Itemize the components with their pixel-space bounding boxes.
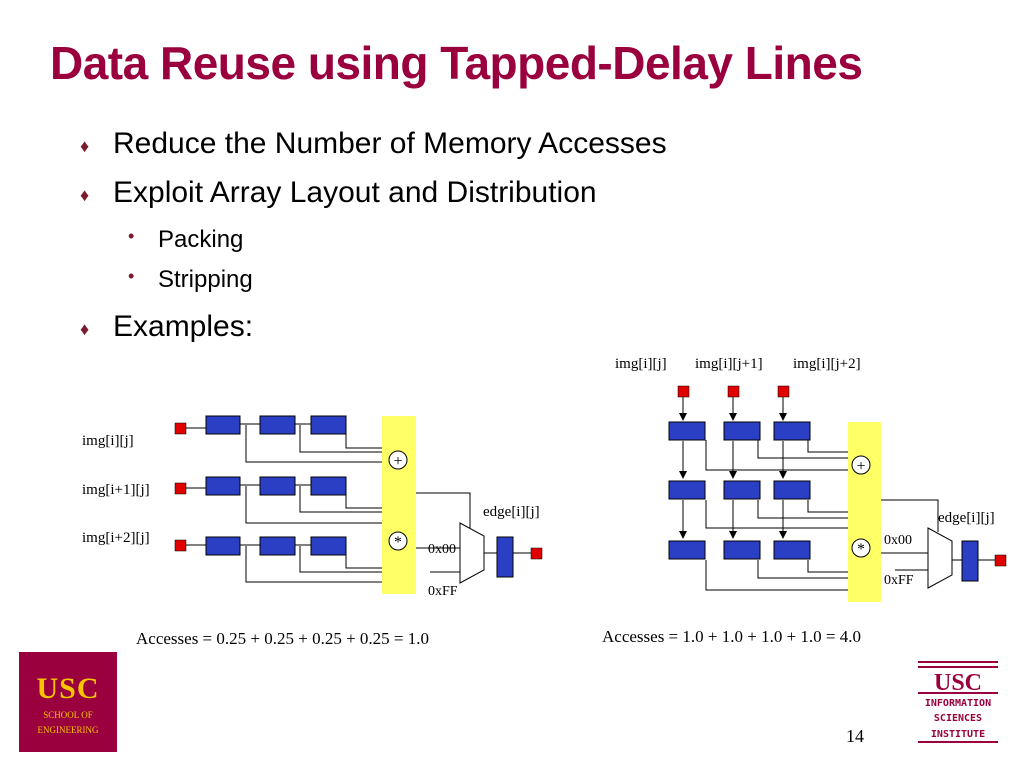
sub-bullet-1-text: Packing bbox=[158, 226, 244, 253]
svg-text:+: + bbox=[856, 458, 865, 475]
usc-eng-logo-line2: ENGINEERING bbox=[37, 725, 99, 735]
adder-block bbox=[382, 416, 416, 594]
usc-isi-logo-line2: SCIENCES bbox=[934, 713, 982, 724]
right-input-label-2: img[i][j+1] bbox=[695, 356, 763, 372]
left-mux-label-0x00: 0x00 bbox=[428, 542, 456, 557]
register bbox=[205, 476, 241, 496]
output-register bbox=[496, 536, 514, 578]
usc-isi-logo-line1: INFORMATION bbox=[925, 698, 991, 709]
register bbox=[668, 540, 706, 560]
register bbox=[723, 540, 761, 560]
left-input-label-2: img[i+1][j] bbox=[82, 482, 150, 498]
register bbox=[668, 480, 706, 500]
page-number: 14 bbox=[846, 726, 864, 746]
right-input-label-3: img[i][j+2] bbox=[793, 356, 861, 372]
bullet-3: ♦ Examples: bbox=[80, 310, 254, 344]
output-register bbox=[961, 540, 979, 582]
left-input-label-3: img[i+2][j] bbox=[82, 530, 150, 546]
right-mux-label-0x00: 0x00 bbox=[884, 533, 912, 548]
sub-bullet-1: • Packing bbox=[128, 226, 244, 254]
asterisk-icon bbox=[851, 538, 871, 558]
register bbox=[310, 476, 347, 496]
bullet-3-text: Examples: bbox=[113, 310, 254, 343]
bullet-1-text: Reduce the Number of Memory Accesses bbox=[113, 127, 667, 160]
register bbox=[205, 415, 241, 435]
usc-isi-logo-line3: INSTITUTE bbox=[931, 729, 985, 740]
right-accesses: Accesses = 1.0 + 1.0 + 1.0 + 1.0 = 4.0 bbox=[602, 627, 861, 646]
usc-isi-logo: USC INFORMATION SCIENCES INSTITUTE bbox=[918, 661, 998, 743]
usc-eng-logo-main: USC bbox=[36, 672, 100, 705]
usc-eng-logo-line1: SCHOOL OF bbox=[43, 710, 93, 720]
svg-text:*: * bbox=[857, 541, 865, 558]
right-mux-label-0xFF: 0xFF bbox=[884, 573, 914, 588]
diamond-bullet-icon: ♦ bbox=[80, 319, 90, 339]
usc-isi-logo-main: USC bbox=[934, 670, 982, 696]
right-input-label-1: img[i][j] bbox=[615, 356, 667, 372]
output-port bbox=[530, 547, 543, 560]
register bbox=[310, 415, 347, 435]
bullet-1: ♦ Reduce the Number of Memory Accesses bbox=[80, 127, 667, 161]
input-port bbox=[677, 385, 690, 398]
usc-engineering-logo: USC SCHOOL OF ENGINEERING bbox=[19, 652, 117, 752]
left-output-label: edge[i][j] bbox=[483, 504, 540, 520]
register bbox=[723, 421, 761, 441]
register bbox=[773, 540, 811, 560]
slide-title: Data Reuse using Tapped-Delay Lines bbox=[50, 37, 863, 89]
right-output-label: edge[i][j] bbox=[938, 510, 995, 526]
plus-icon bbox=[388, 450, 408, 470]
register bbox=[259, 536, 296, 556]
dot-bullet-icon: • bbox=[128, 266, 135, 286]
register bbox=[259, 476, 296, 496]
register bbox=[773, 480, 811, 500]
sub-bullet-2: • Stripping bbox=[128, 266, 253, 294]
diamond-bullet-icon: ♦ bbox=[80, 136, 90, 156]
register bbox=[723, 480, 761, 500]
asterisk-icon bbox=[388, 531, 408, 551]
input-port bbox=[174, 422, 187, 435]
register bbox=[668, 421, 706, 441]
diamond-bullet-icon: ♦ bbox=[80, 185, 90, 205]
bullet-2: ♦ Exploit Array Layout and Distribution bbox=[80, 176, 597, 210]
svg-text:+: + bbox=[393, 453, 402, 470]
input-port bbox=[174, 482, 187, 495]
bullet-2-text: Exploit Array Layout and Distribution bbox=[113, 176, 597, 209]
output-port bbox=[994, 554, 1007, 567]
plus-icon bbox=[851, 455, 871, 475]
input-port bbox=[174, 539, 187, 552]
left-input-label-1: img[i][j] bbox=[82, 433, 134, 449]
register bbox=[773, 421, 811, 441]
register bbox=[259, 415, 296, 435]
left-accesses: Accesses = 0.25 + 0.25 + 0.25 + 0.25 = 1… bbox=[136, 629, 429, 648]
sub-bullet-2-text: Stripping bbox=[158, 266, 253, 293]
left-mux-label-0xFF: 0xFF bbox=[428, 584, 458, 599]
input-port bbox=[777, 385, 790, 398]
dot-bullet-icon: • bbox=[128, 226, 135, 246]
register bbox=[310, 536, 347, 556]
register bbox=[205, 536, 241, 556]
input-port bbox=[727, 385, 740, 398]
adder-block bbox=[848, 422, 881, 602]
svg-text:*: * bbox=[394, 534, 402, 551]
